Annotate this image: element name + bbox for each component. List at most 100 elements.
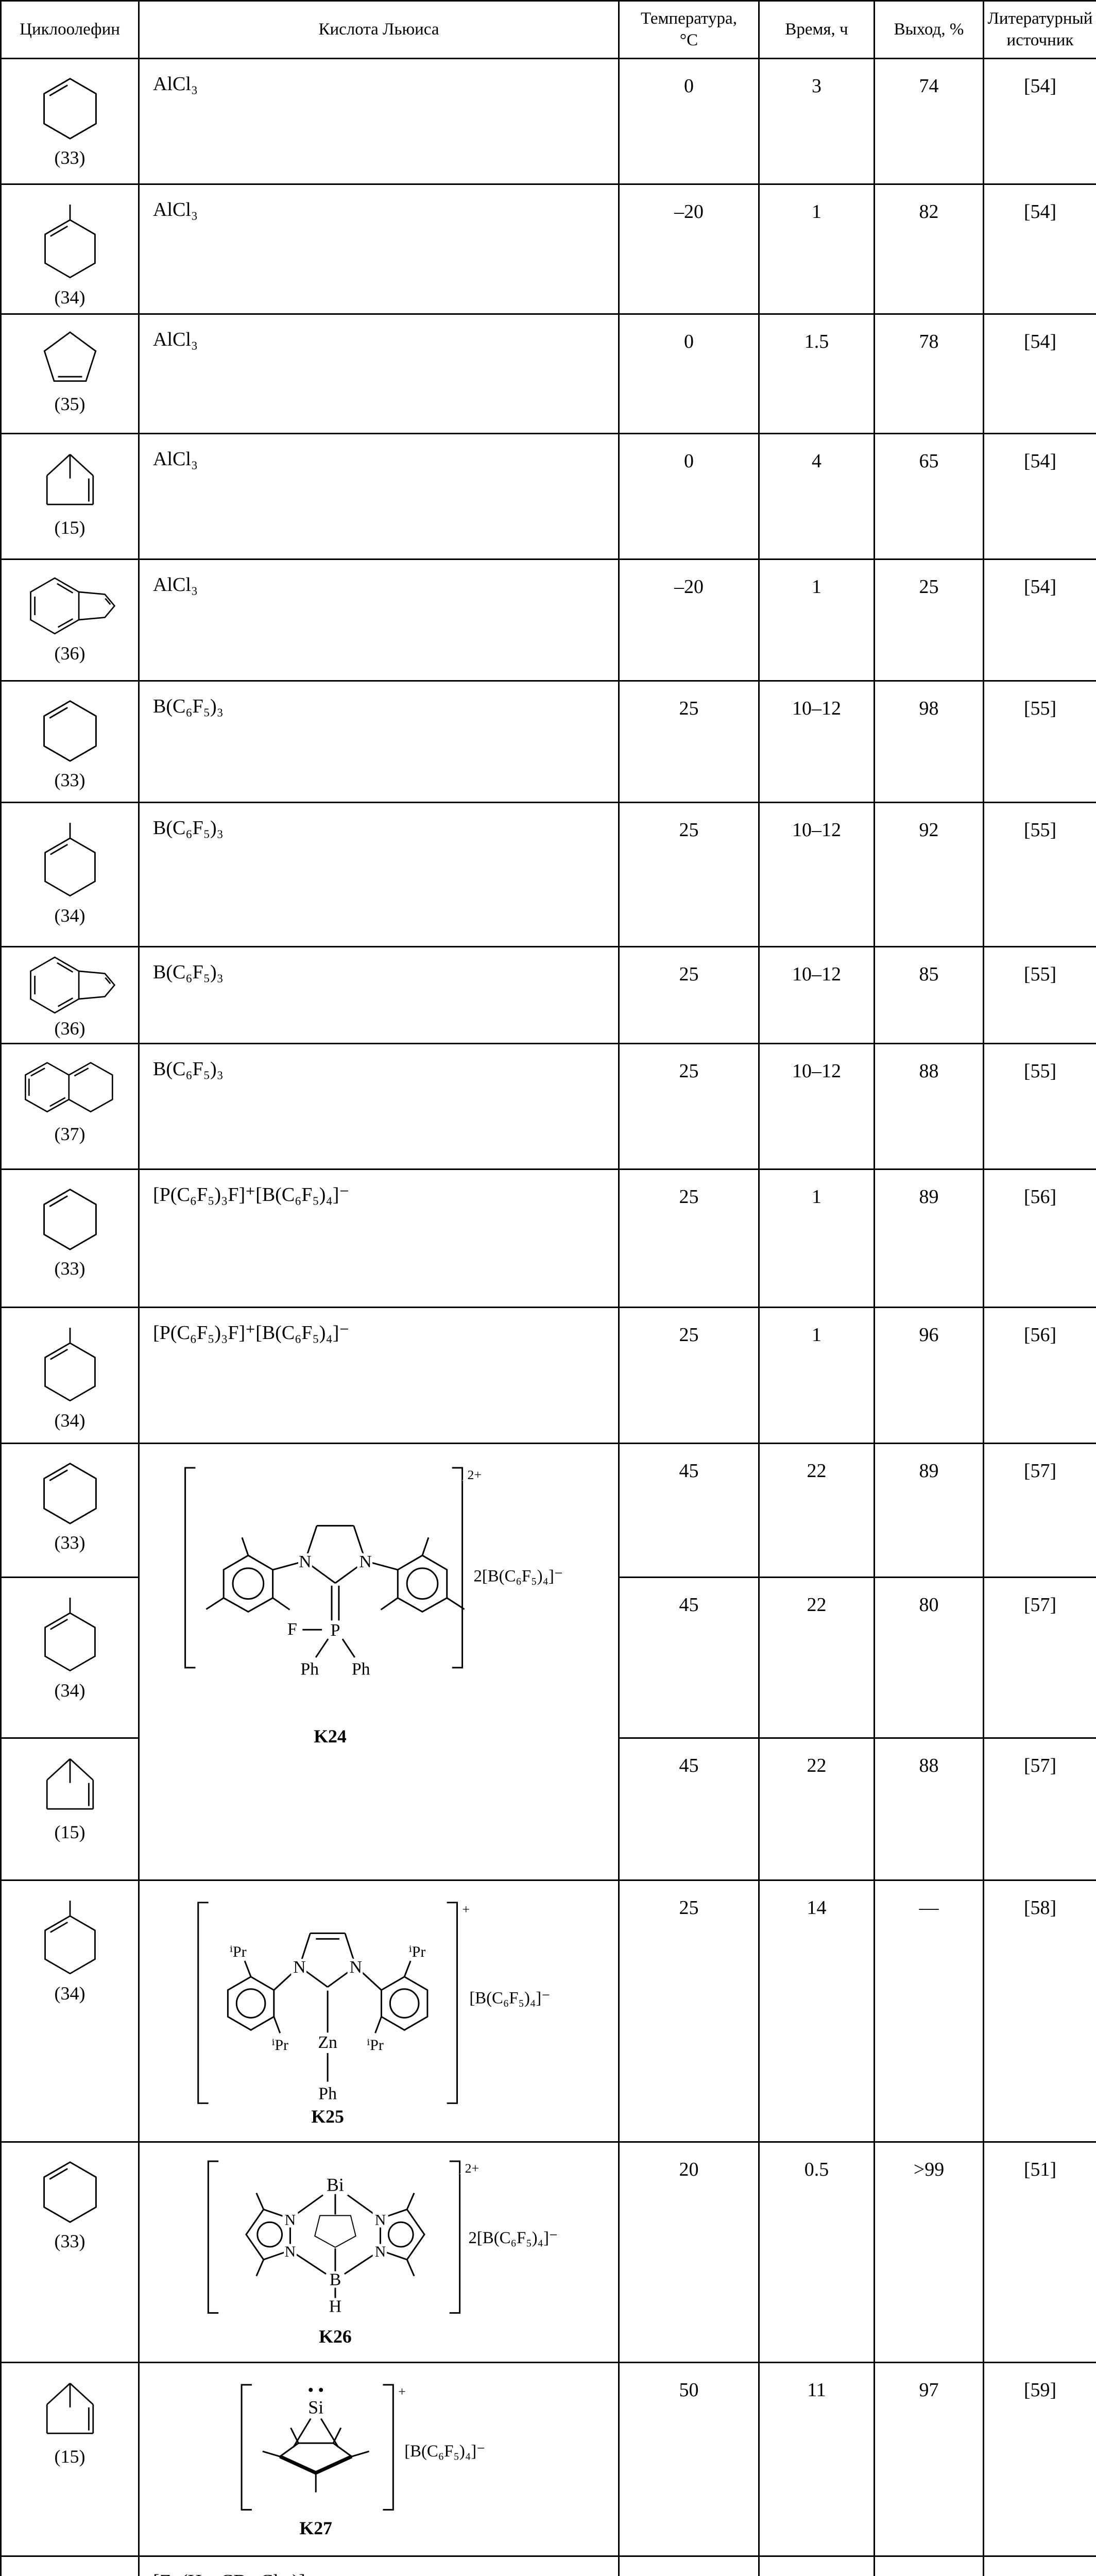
time-cell: 1 (758, 183, 875, 315)
charge-label: + (462, 1902, 470, 1917)
ref-cell: [54] (983, 313, 1096, 434)
table-row: (33) B(C₆F₅)₃ 25 10–12 98 [55] (0, 680, 1096, 803)
ref-cell: [55] (983, 680, 1096, 803)
ref-cell: [57] (983, 1737, 1096, 1881)
catalyst-k24-cell: N N P F Ph Ph 2+ 2[B(C₆F₅)₄]⁻ K24 (138, 1443, 620, 1881)
olefin-number-label: (15) (54, 1822, 85, 1842)
olefin-cell: (33) (0, 1168, 140, 1308)
olefin-cell: (15) (0, 1737, 140, 1881)
table-row: (34) [P(C₆F₅)₃F]⁺[B(C₆F₅)₄]⁻ 25 1 96 [56… (0, 1307, 1096, 1444)
yield-cell: 85 (874, 946, 984, 1044)
methylcyclohexene-structure (44, 822, 96, 897)
table-row: (36) AlCl₃ –20 1 25 [54] (0, 558, 1096, 682)
temp-cell: 45 (618, 1737, 760, 1881)
table-row: (33) Bi (0, 2141, 1096, 2363)
atom-label-h: H (329, 2297, 341, 2316)
methylcyclohexene-structure (44, 2575, 96, 2576)
group-label-ph: Ph (318, 2084, 337, 2103)
col-header-yield: Выход, % (874, 0, 984, 59)
olefin-number-label: (36) (54, 1018, 85, 1039)
indene-structure (29, 956, 115, 1014)
yield-cell: 65 (874, 433, 984, 560)
yield-cell: 89 (874, 1443, 984, 1578)
ref-cell: [52] (983, 2555, 1096, 2576)
olefin-number-label: (37) (54, 1124, 85, 1144)
ref-cell: [55] (983, 946, 1096, 1044)
olefin-cell: (33) (0, 58, 140, 185)
counterion-label: [B(C₆F₅)₄]⁻ (469, 1989, 550, 2008)
atom-label-p: P (331, 1621, 340, 1640)
yield-cell: 88 (874, 1043, 984, 1170)
time-cell: 14 (758, 1879, 875, 2143)
temp-cell: 20 (618, 2141, 760, 2363)
yield-cell: >99 (874, 2141, 984, 2363)
ref-cell: [58] (983, 1879, 1096, 2143)
yield-cell: 89 (874, 1168, 984, 1308)
table-row: (33) (0, 1443, 1096, 1881)
yield-cell: 80 (874, 1577, 984, 1739)
atom-label-n: N (285, 2243, 296, 2260)
acid-cell: B(C₆F₅)₃ (138, 802, 620, 947)
ref-cell: [54] (983, 58, 1096, 185)
olefin-cell: (15) (0, 433, 140, 560)
group-label-ipr: ⁱPr (409, 1943, 426, 1960)
ref-cell: [56] (983, 1307, 1096, 1444)
counterion-label: 2[B(C₆F₅)₄]⁻ (473, 1567, 563, 1586)
temp-cell: 25 (618, 1879, 760, 2143)
norbornene-structure (46, 2382, 94, 2434)
olefin-cell: (35) (0, 313, 140, 434)
olefin-number-label: (34) (54, 905, 85, 926)
yield-cell: 98 (874, 680, 984, 803)
table-row: (36) B(C₆F₅)₃ 25 10–12 85 [55] (0, 946, 1096, 1044)
methylcyclohexene-structure (44, 1327, 96, 1402)
temp-cell: 25 (618, 946, 760, 1044)
catalyst-k27-structure: Si + [B(C₆F₅)₄]⁻ K27 (241, 2382, 488, 2541)
col-header-temp: Температура, °С (618, 0, 760, 59)
time-cell: 10–12 (758, 1043, 875, 1170)
atom-label-zn: Zn (318, 2033, 337, 2052)
cyclohexene-structure (43, 78, 97, 140)
yield-cell: — (874, 2555, 984, 2576)
time-cell: 1 (758, 558, 875, 682)
atom-label-n: N (299, 1552, 311, 1571)
temp-cell: 0 (618, 433, 760, 560)
yield-cell: 92 (874, 802, 984, 947)
group-label-ipr: ⁱPr (367, 2037, 384, 2054)
olefin-cell: (34) (0, 1577, 140, 1739)
acid-cell: AlCl₃ (138, 433, 620, 560)
methylcyclohexene-structure (44, 204, 96, 279)
acid-cell: B(C₆F₅)₃ (138, 946, 620, 1044)
ref-cell: [55] (983, 802, 1096, 947)
acid-cell: [P(C₆F₅)₃F]⁺[B(C₆F₅)₄]⁻ (138, 1307, 620, 1444)
time-cell: 0.5 (758, 2141, 875, 2363)
temp-cell: 25 (618, 802, 760, 947)
temp-cell: 25 (618, 680, 760, 803)
cyclohexene-structure (43, 1463, 97, 1524)
yield-cell: 82 (874, 183, 984, 315)
norbornene-structure (46, 1758, 94, 1810)
temp-cell: –20 (618, 183, 760, 315)
olefin-cell: (15) (0, 2362, 140, 2557)
olefin-cell: (33) (0, 1443, 140, 1578)
col-header-olefin: Циклоолефин (0, 0, 140, 59)
ref-cell: [54] (983, 433, 1096, 560)
atom-label-n: N (293, 1958, 305, 1977)
ref-cell: [56] (983, 1168, 1096, 1308)
catalyst-name: K26 (319, 2326, 352, 2347)
olefin-number-label: (33) (54, 770, 85, 790)
table-row: (34) AlCl₃ –20 1 82 [54] (0, 183, 1096, 315)
acid-cell: [P(C₆F₅)₃F]⁺[B(C₆F₅)₄]⁻ (138, 1168, 620, 1308)
temp-cell: –20 (618, 558, 760, 682)
counterion-label: [B(C₆F₅)₄]⁻ (404, 2442, 485, 2461)
olefin-cell: (34) (0, 802, 140, 947)
methylcyclohexene-structure (44, 1597, 96, 1672)
table-row: (33) [P(C₆F₅)₃F]⁺[B(C₆F₅)₄]⁻ 25 1 89 [56… (0, 1168, 1096, 1308)
catalyst-k25-structure: N N ⁱPr ⁱPr ⁱPr ⁱPr Zn Ph + [B(C₆F₅)₄]⁻ … (197, 1900, 553, 2129)
atom-label-n: N (285, 2211, 296, 2228)
temp-cell: 25 (618, 1168, 760, 1308)
olefin-number-label: (33) (54, 2231, 85, 2251)
temp-cell: 50 (618, 2362, 760, 2557)
time-cell: 1 (758, 1168, 875, 1308)
temp-cell: 25 (618, 1307, 760, 1444)
